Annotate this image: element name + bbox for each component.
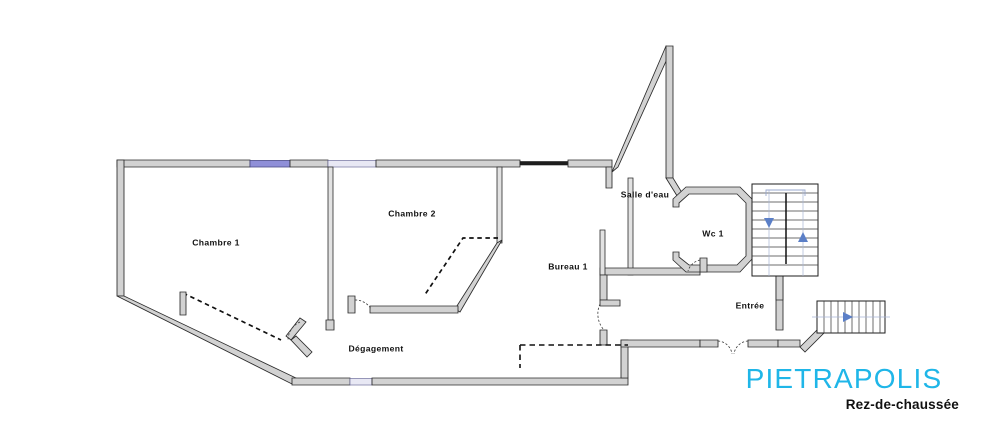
wall-chambre2-south — [369, 305, 459, 314]
company-logo-text: PIETRAPOLIS — [746, 363, 943, 394]
door-wc1-swing — [687, 259, 701, 272]
door-chambre2-swing — [354, 299, 372, 310]
exterior-wall-southwest-diagonal — [116, 295, 297, 385]
exterior-wall-north-mid — [375, 159, 521, 168]
main-staircase[interactable] — [751, 183, 819, 277]
door-chambre1-swing — [287, 321, 301, 341]
room-label-chambre-2: Chambre 2 — [388, 208, 436, 218]
exterior-wall-north-right — [567, 159, 613, 168]
wall-bureau1-door-jamb — [599, 299, 621, 307]
door-entree-right-swing — [733, 340, 749, 355]
closet-chambre1-end-left — [179, 291, 187, 316]
stair-up-arrow-icon — [798, 232, 808, 242]
closet-chambre2 — [423, 237, 498, 297]
exterior-wall-north-left — [116, 159, 251, 168]
room-label-salle-deau: Salle d'eau — [621, 189, 669, 199]
exterior-wall-north-dark — [519, 161, 569, 166]
door-entree-left-swing — [717, 340, 733, 355]
plan-level-subtitle: Rez-de-chaussée — [846, 397, 960, 412]
wall-chambre2-door-jamb — [347, 295, 356, 314]
room-label-wc-1: Wc 1 — [702, 228, 723, 238]
window-chambre1-north — [249, 160, 291, 168]
wall-bureau1-stub-vertical — [599, 229, 606, 276]
exterior-wall-south-step — [620, 339, 701, 348]
wall-stub-salle-deau — [605, 166, 613, 189]
wall-bureau1-stub-lower — [599, 274, 608, 301]
wall-salle-deau-diagonal — [611, 45, 673, 173]
room-label-degagement: Dégagement — [348, 343, 403, 353]
room-labels: Chambre 1 Chambre 2 Dégagement Bureau 1 … — [192, 189, 764, 353]
partition-chambre1-chambre2 — [327, 166, 334, 321]
wall-bureau1-door-jamb2 — [599, 329, 608, 346]
lower-staircase[interactable] — [812, 300, 890, 334]
exterior-wall-entry-right-jamb — [747, 339, 779, 348]
room-label-entree: Entrée — [736, 300, 765, 310]
wall-salle-deau-vertical — [665, 45, 674, 179]
room-label-chambre-1: Chambre 1 — [192, 237, 240, 247]
exterior-wall-south-left — [291, 377, 351, 386]
overhead-degagement — [519, 344, 628, 368]
closet-chambre1 — [182, 292, 282, 341]
wall-degagement-angled-2 — [290, 335, 313, 358]
partition-chambre2-bureau1 — [496, 166, 503, 244]
exterior-wall-entry-left-jamb — [699, 339, 719, 348]
wall-group — [116, 45, 829, 386]
door-group — [287, 259, 749, 355]
window-chambre2-north — [327, 160, 377, 168]
exterior-wall-north-left2 — [289, 159, 329, 168]
main-staircase-outline — [751, 183, 819, 277]
room-label-bureau-1: Bureau 1 — [548, 261, 588, 271]
window-south — [349, 378, 373, 386]
fixture-group — [179, 237, 628, 368]
partition-chambre1-door-jamb — [325, 319, 335, 331]
wall-chambre2-diagonal — [454, 239, 503, 313]
main-staircase-treads — [752, 192, 818, 266]
door-bureau1-swing — [597, 303, 605, 331]
main-staircase-handrail — [765, 189, 806, 196]
wall-wc1-door-jamb — [699, 257, 708, 273]
exterior-wall-entry-right2 — [777, 339, 801, 348]
branding-block: PIETRAPOLIS Rez-de-chaussée — [746, 363, 960, 412]
lower-stair-right-arrow-icon — [843, 312, 853, 322]
stair-down-arrow-icon — [764, 218, 774, 228]
exterior-wall-west — [116, 159, 125, 297]
exterior-wall-south-mid — [371, 377, 629, 386]
